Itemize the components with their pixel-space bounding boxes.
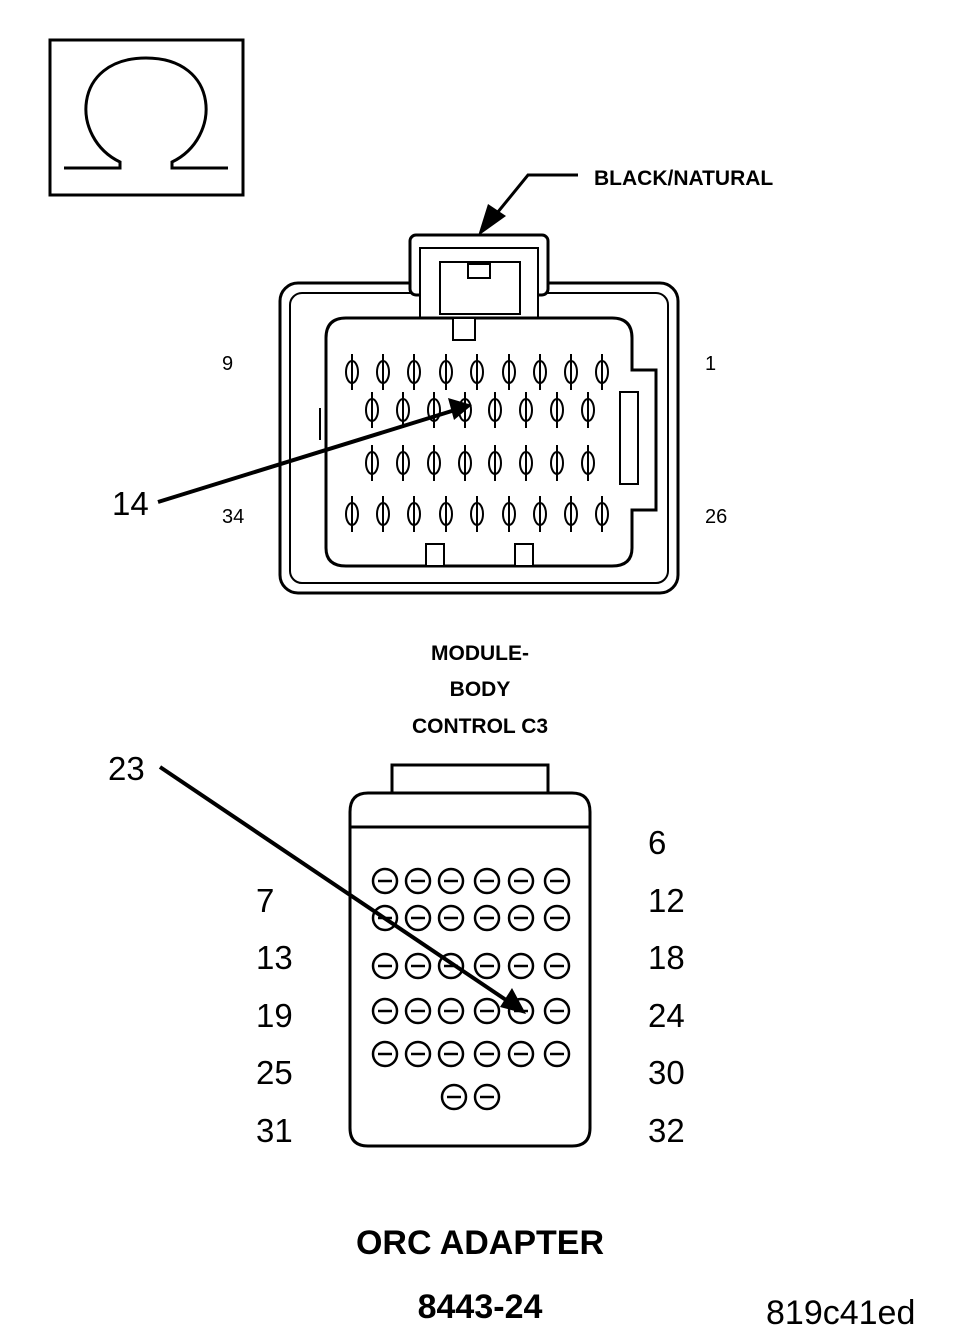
terminal-pin — [365, 392, 379, 428]
adapter-pin — [371, 952, 399, 980]
figure-id: 819c41ed — [766, 1294, 916, 1332]
adapter-pin — [371, 1040, 399, 1068]
adapter-pin — [473, 997, 501, 1025]
pin-label-bottom-right: 26 — [705, 506, 728, 528]
adapter-pin — [507, 867, 535, 895]
adapter-title: ORC ADAPTER — [355, 1224, 605, 1262]
terminal-pin — [533, 354, 547, 390]
adapter-right-label: 30 — [648, 1054, 685, 1091]
adapter-pin — [543, 1040, 571, 1068]
adapter-pin — [473, 952, 501, 980]
color-leader-arrow — [478, 173, 578, 236]
connector-name-line-3: CONTROL C3 — [411, 715, 549, 738]
terminal-pin — [470, 354, 484, 390]
adapter-pin — [404, 904, 432, 932]
adapter-left-label: 7 — [256, 882, 275, 919]
adapter-right-label: 24 — [648, 997, 685, 1034]
terminal-pin — [564, 496, 578, 532]
adapter-right-label: 6 — [648, 824, 667, 861]
connector-name-line-2: BODY — [449, 678, 511, 701]
ohm-meter-icon — [48, 38, 245, 197]
adapter-pin — [437, 997, 465, 1025]
terminal-pin — [581, 445, 595, 481]
terminal-pin — [345, 354, 359, 390]
adapter-pin — [440, 1083, 468, 1111]
adapter-left-label: 19 — [256, 997, 293, 1034]
terminal-pin — [376, 354, 390, 390]
adapter-pin — [507, 904, 535, 932]
adapter-pin — [543, 997, 571, 1025]
terminal-pin — [595, 354, 609, 390]
terminal-pin — [396, 445, 410, 481]
terminal-pin — [502, 496, 516, 532]
terminal-pin — [519, 445, 533, 481]
adapter-pin — [371, 867, 399, 895]
adapter-pin — [371, 997, 399, 1025]
wire-color-label: BLACK/NATURAL — [594, 167, 774, 190]
adapter-right-label: 32 — [648, 1112, 685, 1149]
adapter-right-label: 18 — [648, 939, 685, 976]
body-control-connector — [278, 233, 680, 595]
terminal-pin — [439, 354, 453, 390]
terminal-pin — [396, 392, 410, 428]
pin-label-top-right: 1 — [705, 353, 717, 375]
terminal-pin — [407, 496, 421, 532]
connector-pin-grid — [345, 354, 609, 532]
adapter-pin — [543, 867, 571, 895]
terminal-pin — [345, 496, 359, 532]
adapter-left-label: 31 — [256, 1112, 293, 1149]
terminal-pin — [502, 354, 516, 390]
callout-arrow-14 — [157, 398, 472, 504]
callout-label-14: 14 — [112, 485, 149, 522]
adapter-pin — [404, 867, 432, 895]
terminal-pin — [488, 392, 502, 428]
adapter-pin — [543, 904, 571, 932]
callout-label-23: 23 — [108, 750, 145, 787]
adapter-pin — [404, 952, 432, 980]
adapter-pin-grid — [371, 867, 571, 1111]
terminal-pin — [458, 445, 472, 481]
adapter-right-label: 12 — [648, 882, 685, 919]
adapter-pin — [437, 1040, 465, 1068]
terminal-pin — [595, 496, 609, 532]
terminal-pin — [427, 445, 441, 481]
adapter-pin — [473, 904, 501, 932]
terminal-pin — [564, 354, 578, 390]
terminal-pin — [365, 445, 379, 481]
callout-arrow-23 — [158, 765, 526, 1014]
terminal-pin — [550, 392, 564, 428]
adapter-pin — [473, 867, 501, 895]
terminal-pin — [550, 445, 564, 481]
terminal-pin — [407, 354, 421, 390]
orc-adapter-connector — [348, 763, 592, 1148]
adapter-pin — [404, 997, 432, 1025]
adapter-left-label: 25 — [256, 1054, 293, 1091]
terminal-pin — [581, 392, 595, 428]
adapter-pin — [543, 952, 571, 980]
terminal-pin — [439, 496, 453, 532]
terminal-pin — [427, 392, 441, 428]
adapter-pin — [404, 1040, 432, 1068]
adapter-pin — [437, 904, 465, 932]
adapter-left-label: 13 — [256, 939, 293, 976]
terminal-pin — [470, 496, 484, 532]
terminal-pin — [519, 392, 533, 428]
terminal-pin — [376, 496, 390, 532]
terminal-pin — [488, 445, 502, 481]
adapter-pin — [507, 952, 535, 980]
adapter-pin — [473, 1083, 501, 1111]
adapter-pin — [473, 1040, 501, 1068]
adapter-pin — [437, 867, 465, 895]
pin-label-top-left: 9 — [222, 353, 234, 375]
adapter-part-number: 8443-24 — [417, 1288, 543, 1326]
connector-name-line-1: MODULE- — [431, 642, 529, 665]
terminal-pin — [533, 496, 547, 532]
adapter-pin — [507, 1040, 535, 1068]
pin-label-bottom-left: 34 — [222, 506, 245, 528]
